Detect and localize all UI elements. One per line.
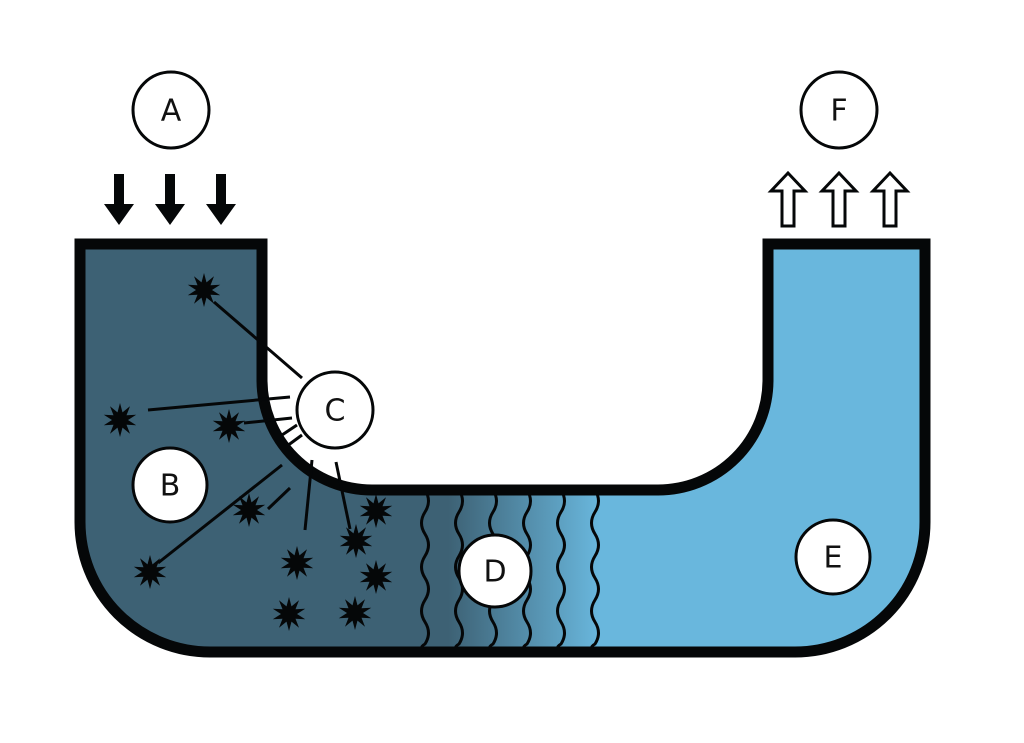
particle-starburst-icon xyxy=(212,409,246,443)
particle-starburst-icon xyxy=(232,493,266,527)
down-arrow-icon xyxy=(155,174,185,225)
leader-line xyxy=(157,463,283,565)
wavy-line xyxy=(590,489,600,654)
particle-starburst-icon xyxy=(187,273,221,307)
particle-starburst-icon xyxy=(103,403,137,437)
down-arrow-icon xyxy=(206,174,236,225)
leader-lines xyxy=(147,300,352,565)
up-arrow-icon xyxy=(767,170,809,228)
particle-starburst-icon xyxy=(280,546,314,580)
label-a: A xyxy=(131,70,211,150)
label-f-text: F xyxy=(830,94,847,129)
particles xyxy=(103,273,393,631)
wavy-line xyxy=(420,489,430,654)
light-fluid-region xyxy=(600,244,925,652)
leader-line xyxy=(213,300,303,380)
label-d-text: D xyxy=(483,555,506,590)
label-f-circle xyxy=(799,70,879,150)
outflow-arrows xyxy=(767,170,911,228)
particle-starburst-icon xyxy=(359,494,393,528)
leader-line xyxy=(334,461,352,530)
wavy-line xyxy=(556,489,566,654)
down-arrow-icon xyxy=(104,174,134,225)
inflow-arrows xyxy=(104,174,236,225)
label-b: B xyxy=(131,446,209,524)
label-e: E xyxy=(794,518,872,596)
particle-starburst-icon xyxy=(272,597,306,631)
up-arrow-icon xyxy=(818,170,860,228)
leader-line xyxy=(286,433,303,448)
label-e-text: E xyxy=(824,541,843,576)
label-e-circle xyxy=(794,518,872,596)
leader-line xyxy=(266,486,292,511)
label-a-circle xyxy=(131,70,211,150)
label-c-text: C xyxy=(325,394,346,429)
label-d: D xyxy=(457,533,533,609)
label-d-circle xyxy=(457,533,533,609)
label-f: F xyxy=(799,70,879,150)
leader-line xyxy=(303,459,314,531)
particle-starburst-icon xyxy=(339,524,373,558)
leader-line xyxy=(243,416,293,425)
label-a-text: A xyxy=(161,94,182,129)
particle-starburst-icon xyxy=(133,555,167,589)
particle-starburst-icon xyxy=(359,560,393,594)
particle-starburst-icon xyxy=(338,596,372,630)
up-arrow-icon xyxy=(869,170,911,228)
label-b-circle xyxy=(131,446,209,524)
label-c: C xyxy=(295,370,375,450)
leader-line xyxy=(281,423,298,437)
u-tube-outline xyxy=(74,238,931,658)
label-b-text: B xyxy=(160,469,181,504)
leader-line xyxy=(147,395,291,412)
label-c-circle xyxy=(295,370,375,450)
